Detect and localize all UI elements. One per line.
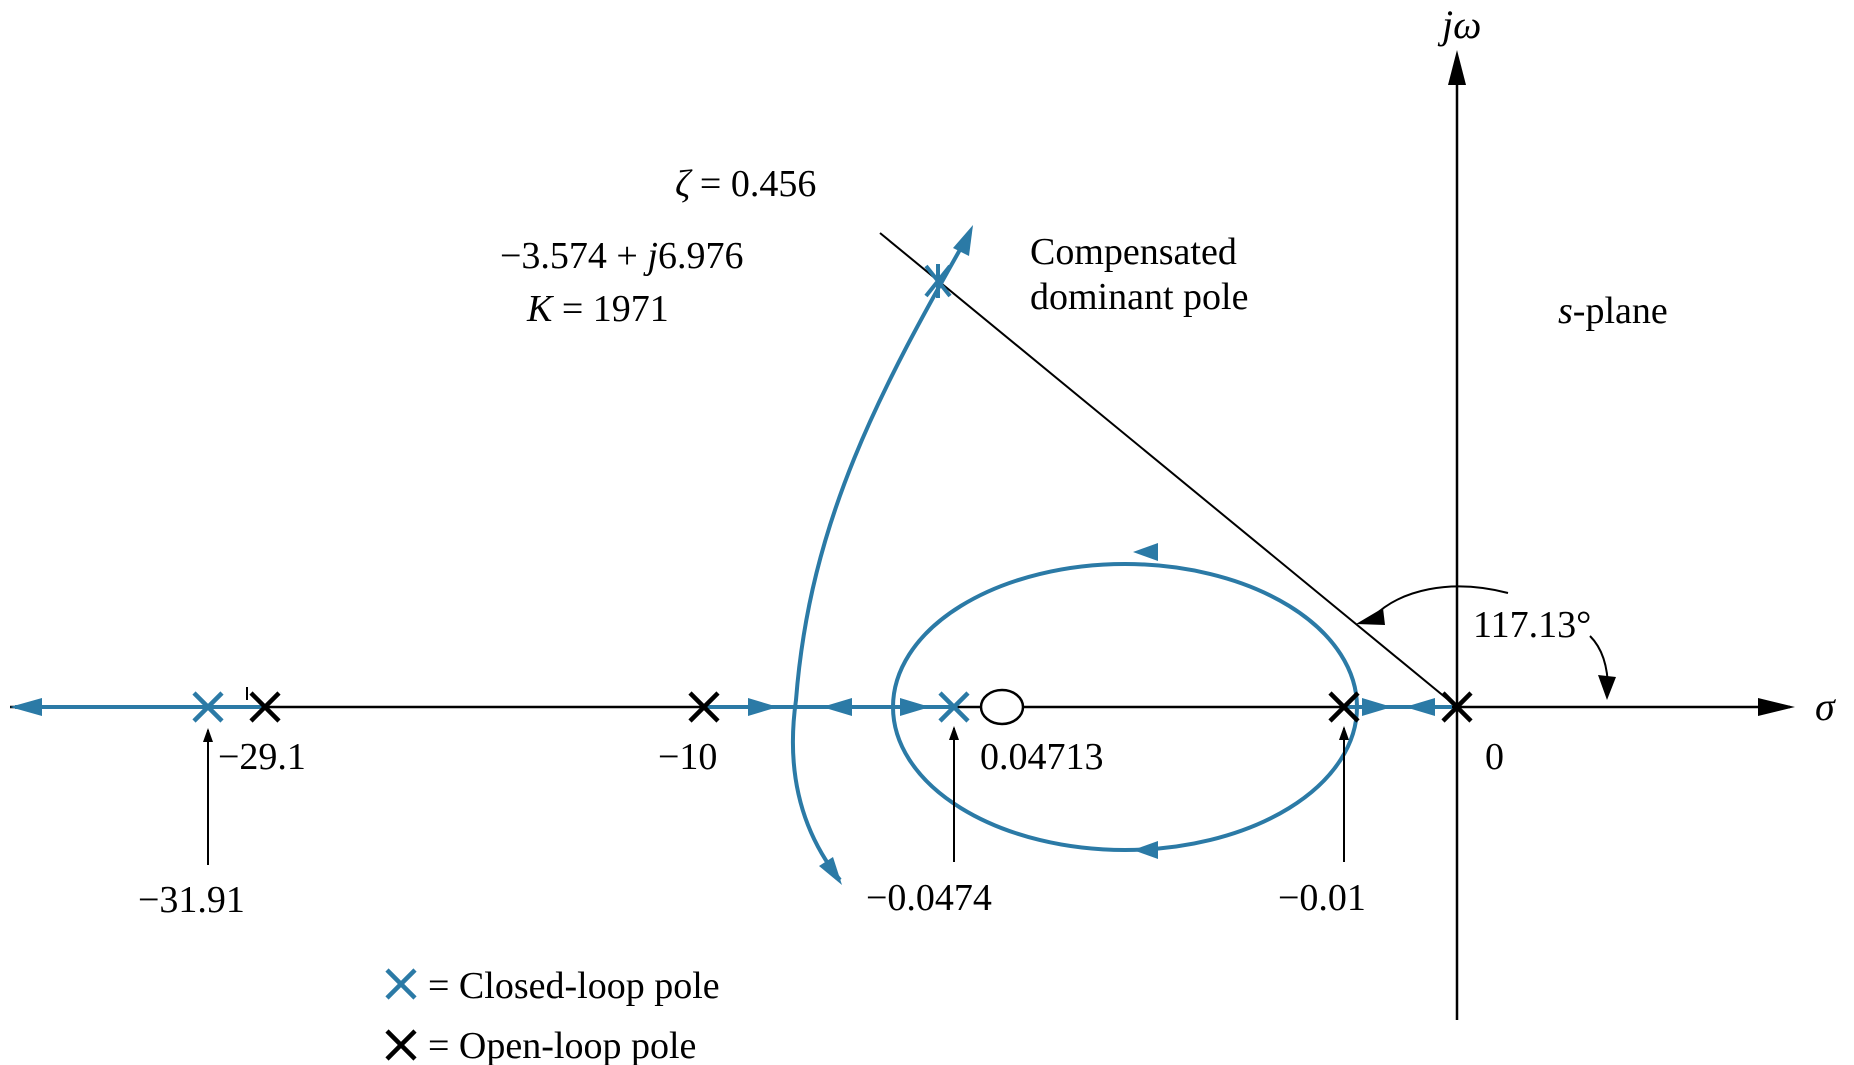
locus-real-arrow-4-icon	[1362, 698, 1392, 716]
angle-tick-arrow-icon	[1598, 675, 1616, 700]
locus-loop-arrow-bottom-icon	[1133, 841, 1158, 859]
zero-label: 0.04713	[980, 736, 1104, 778]
imag-axis-arrow-icon	[1448, 50, 1466, 85]
angle-label: 117.13°	[1473, 604, 1591, 646]
real-axis-label: σ	[1815, 684, 1836, 729]
closed-pole-label-2: −0.0474	[866, 877, 992, 919]
locus-loop-arrow-top-icon	[1133, 543, 1158, 561]
open-pole-label-2: −10	[658, 736, 717, 778]
damping-ratio-line	[879, 232, 1458, 708]
dominant-pole-note-line2: dominant pole	[1030, 276, 1248, 318]
legend-open-loop-text: = Open-loop pole	[428, 1025, 696, 1065]
open-pole-label-3: −0.01	[1278, 877, 1366, 919]
imag-axis-label: jω	[1437, 2, 1481, 47]
closed-loop-pole-1	[192, 691, 224, 723]
locus-branch-arrow-down-icon	[819, 857, 842, 885]
locus-dominant-branch	[790, 231, 972, 882]
legend-closed-loop-text: = Closed-loop pole	[428, 965, 720, 1007]
locus-real-arrow-2-icon	[822, 698, 852, 716]
locus-real-left-arrow-icon	[10, 698, 42, 716]
legend: = Closed-loop pole = Open-loop pole	[385, 965, 720, 1065]
closed-loop-pole-2	[938, 691, 970, 723]
locus-real-arrow-1-icon	[748, 698, 778, 716]
angle-arc-arrow-icon	[1356, 608, 1385, 625]
zeta-label: ζ = 0.456	[675, 163, 816, 205]
open-loop-pole-3	[1328, 691, 1360, 723]
locus-real-arrow-5-icon	[1405, 698, 1435, 716]
closed-pole-label-1: −31.91	[138, 879, 245, 921]
dominant-pole-coordinate: −3.574 + j6.976	[500, 235, 743, 277]
open-loop-pole-1	[249, 691, 281, 723]
angle-arc	[1372, 585, 1509, 618]
dominant-pole-marker	[924, 264, 952, 298]
s-plane-label: s-plane	[1558, 290, 1668, 332]
real-axis-arrow-icon	[1758, 698, 1795, 716]
open-loop-pole-2	[688, 691, 720, 723]
locus-real-arrow-3-icon	[900, 698, 930, 716]
dominant-pole-gain: K = 1971	[526, 288, 669, 330]
legend-open-loop-icon	[385, 1029, 417, 1061]
open-pole-label-4: 0	[1485, 736, 1504, 778]
locus-branch-arrow-up-icon	[953, 225, 973, 256]
open-loop-pole-4	[1441, 691, 1473, 723]
dominant-pole-note-line1: Compensated	[1030, 231, 1237, 273]
zero-marker	[979, 688, 1025, 726]
open-pole-label-1: −29.1	[218, 736, 306, 778]
legend-closed-loop-icon	[385, 968, 417, 1000]
